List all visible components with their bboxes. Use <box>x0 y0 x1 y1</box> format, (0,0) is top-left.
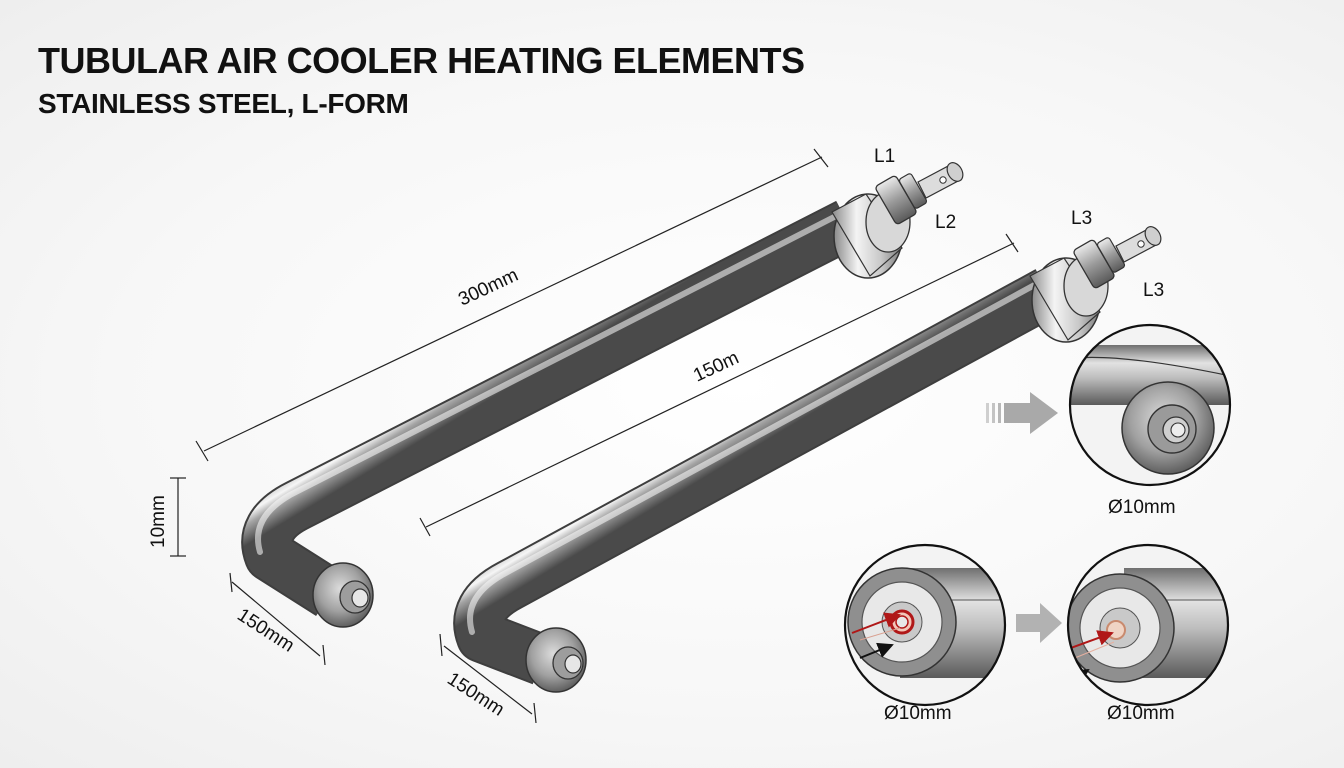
element-2-collar <box>1029 255 1109 343</box>
element-1-height-label: 10mm <box>148 495 169 548</box>
element-2-length-label: 150m <box>690 347 742 386</box>
heating-element-2: 150m 150mm L3 L3 <box>419 208 1164 724</box>
arrow-to-end-view <box>986 392 1058 434</box>
end-view-diameter-label: Ø10mm <box>1108 497 1176 518</box>
page-subtitle: STAINLESS STEEL, L-FORM <box>38 88 409 119</box>
element-1-end-cap <box>312 562 374 628</box>
element-1-terminal-pin <box>917 162 964 199</box>
element-2-terminal-bottom-label: L3 <box>1143 280 1164 301</box>
section-left-diameter-label: Ø10mm <box>884 703 952 724</box>
element-1-terminal-nuts <box>875 173 928 225</box>
end-view-detail: Ø10mm <box>986 323 1232 518</box>
element-2-terminal-top-label: L3 <box>1071 208 1092 229</box>
element-1-terminal-top-label: L1 <box>874 146 895 167</box>
element-2-leg-label: 150mm <box>443 669 508 721</box>
heating-element-1: 300mm 10mm 150mm L1 L2 <box>148 146 964 666</box>
element-2-terminal-pin <box>1115 226 1162 263</box>
element-1-leg-label: 150mm <box>233 605 298 657</box>
arrow-between-sections <box>1016 603 1062 643</box>
element-1-length-label: 300mm <box>455 265 521 311</box>
element-1-collar <box>831 191 911 279</box>
section-detail-right: Ø10mm <box>1066 543 1230 724</box>
element-1-terminal-bottom-label: L2 <box>935 212 956 233</box>
element-2-terminal-nuts <box>1073 237 1126 289</box>
section-right-diameter-label: Ø10mm <box>1107 703 1175 724</box>
page-title: TUBULAR AIR COOLER HEATING ELEMENTS <box>38 40 805 81</box>
section-detail-left: Ø10mm <box>843 543 1007 724</box>
element-1-height-dimension: 10mm <box>148 477 186 557</box>
element-2-end-cap <box>525 627 587 693</box>
